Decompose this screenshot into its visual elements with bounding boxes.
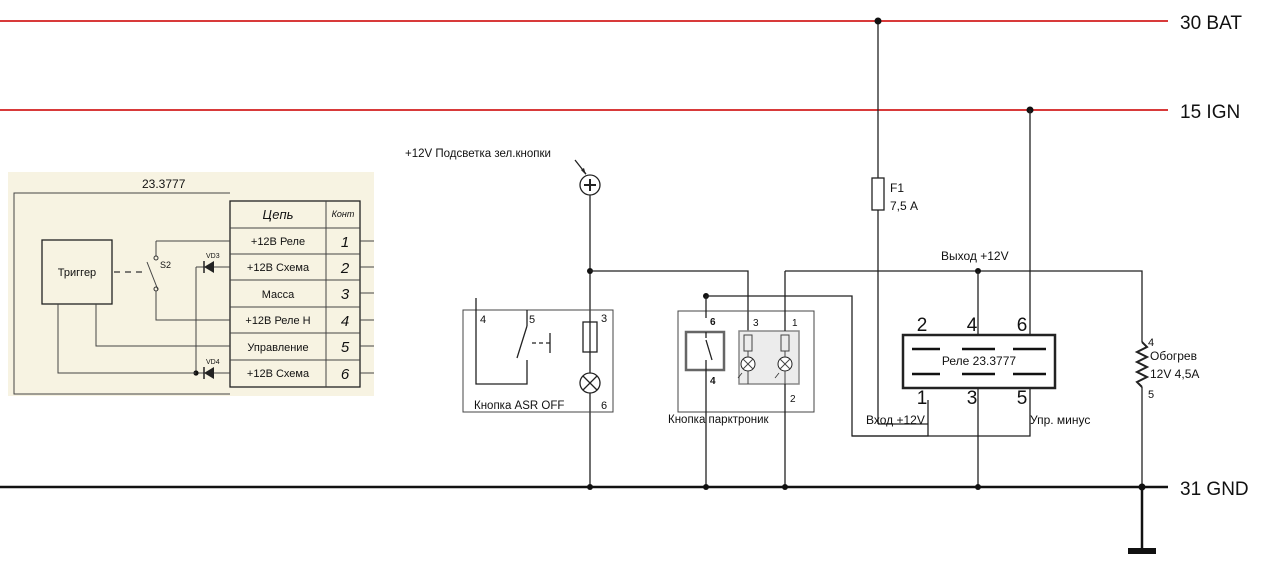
heater-pin-5: 5 (1148, 389, 1154, 401)
table-row-circuit: Масса (262, 289, 295, 301)
diode-vd4 (204, 367, 214, 379)
relay-pin-1: 1 (917, 388, 928, 409)
relay-23-3777: Реле 23.3777 2 4 6 1 3 5 Выход +12V Вход… (866, 249, 1090, 427)
bus-31-gnd-label: 31 GND (1180, 479, 1249, 500)
trigger-label: Триггер (58, 267, 96, 279)
asr-label: Кнопка ASR OFF (474, 400, 564, 412)
relay-pin-2: 2 (917, 315, 928, 336)
table-row-contact: 6 (341, 366, 350, 383)
relay-input-label: Вход +12V (866, 413, 925, 427)
table-row-contact: 5 (341, 339, 350, 356)
relay-control-label: Упр. минус (1030, 413, 1090, 427)
asr-resistor (582, 321, 598, 353)
table-row-contact: 2 (340, 260, 350, 277)
parktronic-pin-6: 6 (710, 317, 716, 328)
parktronic-frame (677, 310, 815, 413)
relay-pin-3: 3 (967, 388, 978, 409)
heater-name: Обогрев (1150, 349, 1197, 363)
heater-resistor: 4 Обогрев 12V 4,5A 5 (1134, 337, 1199, 401)
table-row-circuit: +12В Схема (247, 368, 310, 380)
parktronic-switch-block (684, 330, 726, 372)
table-header-contact: Конт (332, 209, 355, 219)
asr-pin-5: 5 (529, 314, 535, 326)
diode-vd3-label: VD3 (206, 253, 220, 260)
parktronic-pin-3: 3 (753, 318, 759, 329)
parktronic-button: 6 4 3 1 2 Кнопка парктроник (668, 310, 815, 426)
inset-title: 23.3777 (142, 177, 186, 191)
heater-pin-4: 4 (1148, 337, 1154, 349)
asr-off-button: 4 5 3 6 Кнопка ASR OFF (462, 298, 614, 413)
inset-background (8, 172, 374, 396)
table-row-circuit: +12В Реле (251, 236, 305, 248)
diode-vd3 (204, 261, 214, 273)
table-row-circuit: Управление (247, 342, 308, 354)
relay-body (901, 333, 1057, 390)
backlight-label: +12V Подсветка зел.кнопки (405, 148, 551, 160)
switch-s2 (146, 261, 159, 291)
heater-rating: 12V 4,5A (1150, 367, 1199, 381)
asr-pin-4: 4 (480, 314, 486, 326)
fuse-rating: 7,5 А (890, 199, 918, 213)
relay-label: Реле 23.3777 (942, 354, 1016, 368)
pin-table (229, 200, 361, 388)
table-row-contact: 4 (341, 313, 349, 330)
relay-pin-4: 4 (967, 315, 978, 336)
asr-pin-3: 3 (601, 313, 607, 325)
table-row-circuit: +12В Реле Н (245, 315, 310, 327)
table-row-contact: 3 (341, 286, 350, 303)
relay-pin-6: 6 (1017, 315, 1028, 336)
table-header-circuit: Цепь (263, 207, 294, 222)
relay-output-label: Выход +12V (941, 249, 1009, 263)
relay-pin-5: 5 (1017, 388, 1028, 409)
relay-internal-scheme: 23.3777 Цепь Конт +12В Реле 1 +12В Схема… (8, 172, 374, 396)
table-row-contact: 1 (341, 234, 349, 251)
bus-15-ign-label: 15 IGN (1180, 102, 1240, 123)
inset-frame (13, 192, 230, 395)
parktronic-pin-2: 2 (790, 394, 796, 405)
diode-vd4-label: VD4 (206, 359, 220, 366)
parktronic-pin-4: 4 (710, 376, 716, 387)
parktronic-pin-1: 1 (792, 318, 798, 329)
fuse-f1 (871, 177, 885, 211)
ground-symbol-icon (1128, 548, 1156, 554)
switch-s2-label: S2 (160, 260, 171, 270)
fuse-name: F1 (890, 181, 904, 195)
backlight-supply: +12V Подсветка зел.кнопки (405, 148, 601, 196)
bus-30-bat-label: 30 BAT (1180, 13, 1242, 34)
trigger-block (41, 239, 113, 305)
heater-zigzag (1134, 341, 1150, 388)
table-row-circuit: +12В Схема (247, 262, 310, 274)
asr-pin-6: 6 (601, 400, 607, 412)
parktronic-label: Кнопка парктроник (668, 414, 770, 426)
asr-button-frame (462, 309, 614, 413)
